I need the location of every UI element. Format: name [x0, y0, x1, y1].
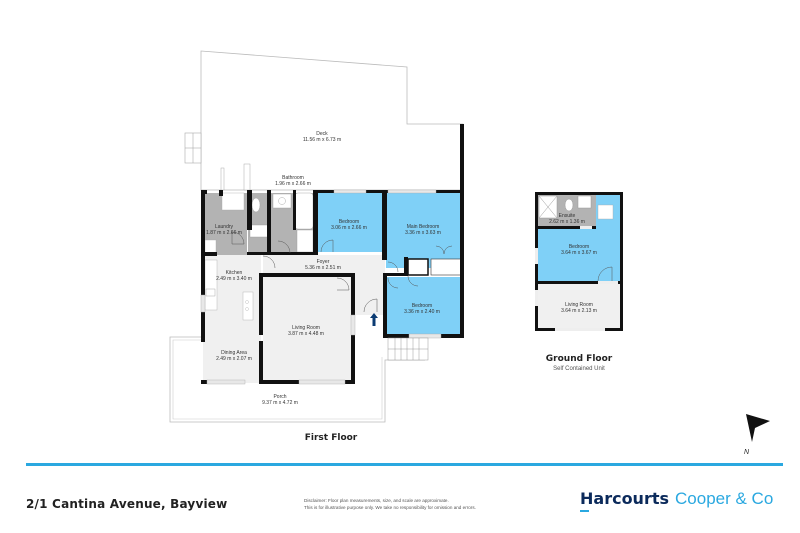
- compass-label: N: [744, 449, 750, 456]
- room-label-deck: Deck 11.56 m x 6.73 m: [303, 131, 341, 143]
- room-name: Foyer: [316, 259, 330, 265]
- room-name: Porch: [273, 394, 287, 400]
- room-label-bathroom: Bathroom 1.96 m x 2.66 m: [275, 175, 311, 187]
- room-size: 3.64 m x 3.67 m: [561, 250, 597, 256]
- room-size: 9.37 m x 4.72 m: [262, 400, 298, 406]
- room-label-porch: Porch 9.37 m x 4.72 m: [262, 394, 298, 406]
- room-label-bedroom1: Bedroom 3.06 m x 2.66 m: [331, 219, 367, 231]
- room-label-laundry: Laundry 1.87 m x 2.66 m: [206, 224, 242, 236]
- room-name: Living Room: [292, 325, 320, 331]
- disclaimer-line-1: Disclaimer: Floor plan measurements, siz…: [304, 498, 449, 503]
- first-floor-title: First Floor: [304, 433, 358, 443]
- room-size: 2.49 m x 3.40 m: [216, 276, 252, 282]
- room-name: Deck: [316, 131, 328, 137]
- room-name: Laundry: [214, 224, 234, 230]
- ground-living-area: [538, 284, 620, 328]
- room-label-ground-bedroom: Bedroom 3.64 m x 3.67 m: [561, 244, 597, 256]
- room-label-bedroom2: Bedroom 3.36 m x 2.40 m: [404, 303, 440, 315]
- room-name: Bedroom: [411, 303, 433, 309]
- ground-floor-title: Ground Floor: [545, 354, 613, 364]
- room-label-dining-area: Dining Area 2.49 m x 2.07 m: [216, 350, 252, 362]
- ground-floor-subtitle: Self Contained Unit: [553, 366, 605, 372]
- brand-main: Harcourts: [580, 489, 670, 512]
- room-label-main-bedroom: Main Bedroom 3.36 m x 3.63 m: [405, 224, 441, 236]
- room-name: Ensuite: [558, 213, 576, 219]
- entry-steps: [387, 337, 429, 361]
- room-name: Bedroom: [338, 219, 360, 225]
- living-room-area: [263, 277, 353, 383]
- room-size: 2.62 m x 1.36 m: [549, 219, 585, 225]
- deck-outline: [200, 50, 464, 191]
- north-arrow-icon: [746, 414, 770, 442]
- room-name: Bathroom: [282, 175, 304, 181]
- room-label-ensuite: Ensuite 2.62 m x 1.36 m: [549, 213, 585, 225]
- room-label-kitchen: Kitchen 2.49 m x 3.40 m: [216, 270, 252, 282]
- room-size: 3.64 m x 2.13 m: [561, 308, 597, 314]
- room-name: Kitchen: [225, 270, 243, 276]
- room-name: Bedroom: [568, 244, 590, 250]
- bedroom2-area: [386, 277, 462, 335]
- foyer-area: [263, 255, 385, 275]
- room-size: 2.49 m x 2.07 m: [216, 356, 252, 362]
- room-label-living-room: Living Room 3.87 m x 4.48 m: [288, 325, 324, 337]
- main-bedroom-area: [386, 193, 462, 268]
- room-name: Main Bedroom: [406, 224, 440, 230]
- door-swings: [231, 231, 453, 313]
- entry-arrow: [370, 313, 378, 326]
- property-address: 2/1 Cantina Avenue, Bayview: [26, 497, 228, 511]
- room-size: 5.36 m x 2.51 m: [305, 265, 341, 271]
- brand-sub: Cooper & Co: [675, 489, 774, 508]
- room-label-foyer: Foyer 5.36 m x 2.51 m: [305, 259, 341, 271]
- room-name: Dining Area: [221, 350, 247, 356]
- room-name: Living Room: [565, 302, 593, 308]
- windows: [200, 189, 442, 385]
- agency-logo: Harcourts Cooper & Co: [580, 489, 774, 512]
- room-size: 1.96 m x 2.66 m: [275, 181, 311, 187]
- deck-steps-left: [184, 132, 202, 164]
- room-size: 1.87 m x 2.66 m: [206, 230, 242, 236]
- walls: [201, 124, 464, 384]
- room-size: 3.06 m x 2.66 m: [331, 225, 367, 231]
- room-size: 3.36 m x 3.63 m: [405, 230, 441, 236]
- bedroom1-area: [316, 193, 382, 252]
- brand-underline: [580, 510, 589, 512]
- ground-bedroom-area: [538, 228, 620, 281]
- room-label-ground-living-room: Living Room 3.64 m x 2.13 m: [561, 302, 597, 314]
- room-size: 3.87 m x 4.48 m: [288, 331, 324, 337]
- disclaimer-line-2: This is for illustrative purpose only. W…: [304, 504, 476, 510]
- brand-main-text: Harcourts: [580, 489, 670, 508]
- room-size: 11.56 m x 6.73 m: [302, 137, 342, 143]
- disclaimer: Disclaimer: Floor plan measurements, siz…: [304, 498, 476, 511]
- room-size: 3.36 m x 2.40 m: [404, 309, 440, 315]
